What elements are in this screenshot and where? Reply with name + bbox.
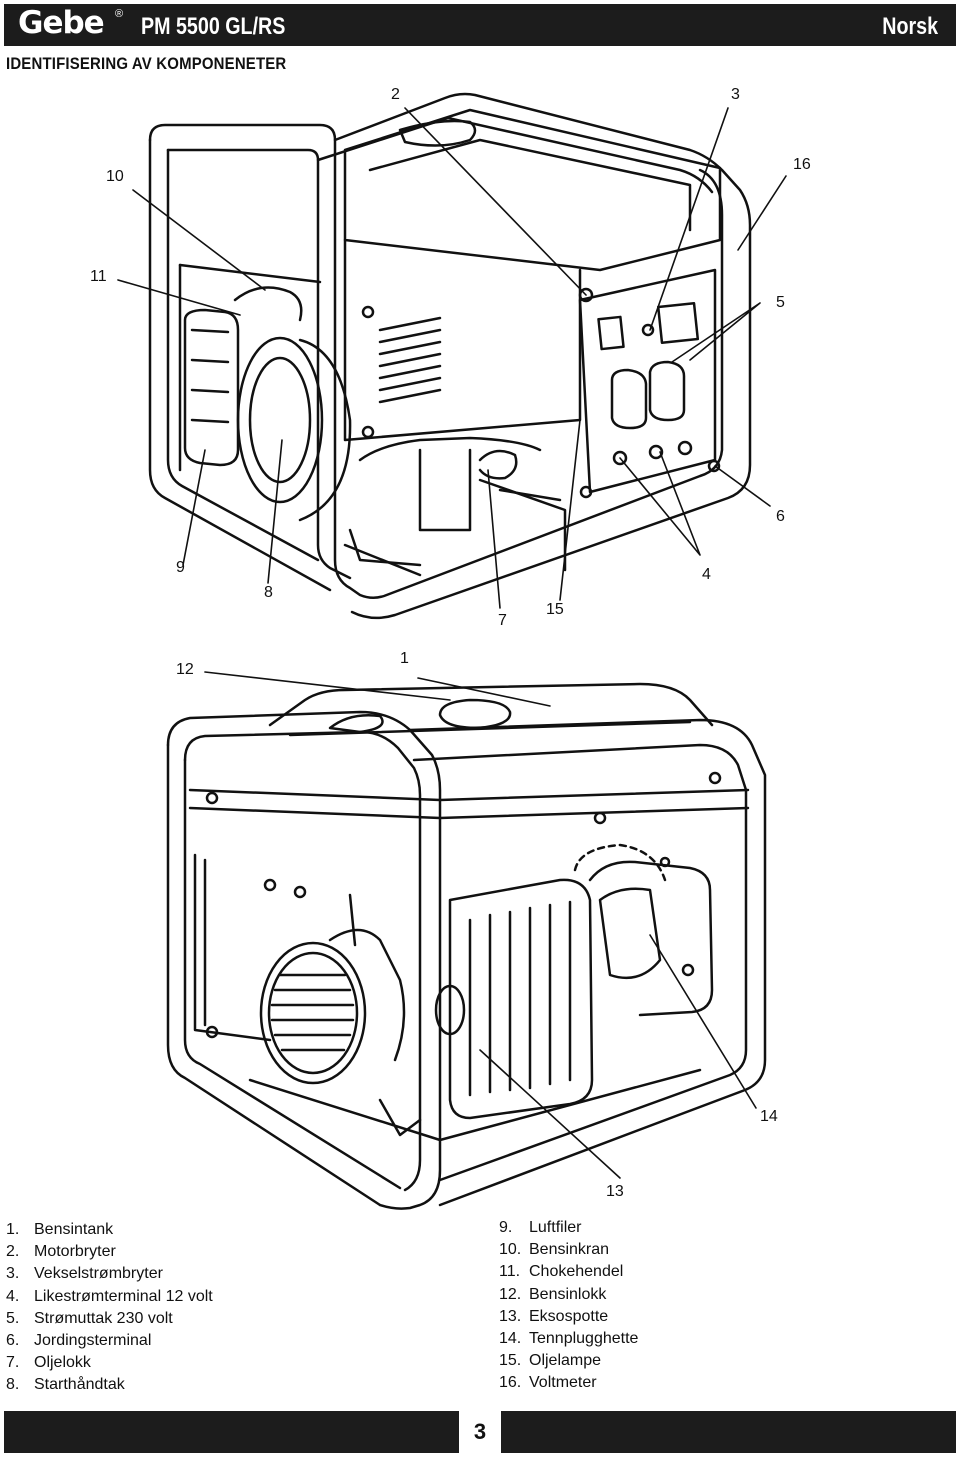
- legend-item: 8.Starthåndtak: [6, 1376, 125, 1394]
- legend-item: 9.Luftfiler: [499, 1219, 582, 1236]
- header-bar: Gebe ® PM 5500 GL/RS Norsk: [4, 4, 956, 46]
- legend-item: 14.Tennplugghette: [499, 1330, 639, 1348]
- callout-6: 6: [776, 508, 785, 525]
- legend-item: 1.Bensintank: [6, 1221, 114, 1238]
- callout-7: 7: [498, 612, 507, 629]
- legend-item: 7.Oljelokk: [6, 1354, 91, 1372]
- callout-2: 2: [391, 86, 400, 103]
- legend-item: 15.Oljelampe: [499, 1352, 602, 1370]
- callout-11: 11: [90, 268, 107, 285]
- page-number: 3: [459, 1411, 501, 1453]
- legend-item: 11.Chokehendel: [499, 1263, 624, 1281]
- callout-5: 5: [776, 294, 785, 311]
- generator-front-drawing: [166, 682, 767, 1210]
- legend-item: 6.Jordingsterminal: [6, 1332, 152, 1350]
- model-title: PM 5500 GL/RS: [141, 13, 286, 40]
- brand-logo: Gebe: [18, 5, 105, 41]
- legend-item: 4.Likestrømterminal 12 volt: [6, 1287, 213, 1305]
- leader-lines-upper: [117, 107, 787, 1179]
- callout-1: 1: [400, 650, 409, 667]
- component-legend-left: 1.Bensintank 2.Motorbryter 3.Vekselstrøm…: [6, 1219, 213, 1397]
- legend-item: 12.Bensinlokk: [499, 1285, 607, 1303]
- legend-item: 2.Motorbryter: [6, 1243, 116, 1261]
- callout-10: 10: [106, 168, 124, 185]
- component-legend-right: 9.Luftfiler 10.Bensinkran 11.Chokehendel…: [499, 1217, 638, 1395]
- callout-12: 12: [176, 661, 194, 678]
- legend-item: 3.Vekselstrømbryter: [6, 1265, 163, 1283]
- legend-item: 5.Strømuttak 230 volt: [6, 1309, 173, 1327]
- language-label: Norsk: [882, 13, 938, 40]
- section-title: IDENTIFISERING AV KOMPONENETER: [6, 54, 287, 73]
- legend-item: 10.Bensinkran: [499, 1241, 610, 1259]
- callout-8: 8: [264, 584, 273, 601]
- legend-item: 13.Eksospotte: [499, 1307, 609, 1325]
- callout-3: 3: [731, 86, 740, 103]
- registered-mark: ®: [115, 8, 124, 20]
- callout-9: 9: [176, 559, 185, 576]
- legend-item: 16.Voltmeter: [499, 1374, 597, 1392]
- callout-14: 14: [760, 1108, 778, 1125]
- callout-13: 13: [606, 1183, 624, 1200]
- callout-16: 16: [793, 156, 811, 173]
- callout-15: 15: [546, 601, 564, 618]
- callout-4: 4: [702, 566, 711, 583]
- generator-rear-drawing: [148, 92, 752, 620]
